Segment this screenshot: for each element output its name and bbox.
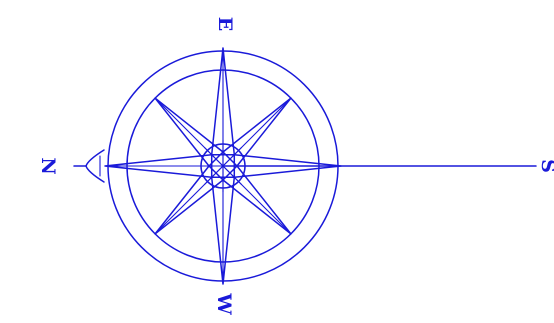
north-pointer-icon (86, 150, 104, 182)
south-label: S (537, 159, 554, 173)
north-label: N (37, 157, 59, 174)
west-label: W (213, 292, 235, 315)
east-label: E (214, 17, 236, 31)
compass-artwork (74, 48, 536, 284)
